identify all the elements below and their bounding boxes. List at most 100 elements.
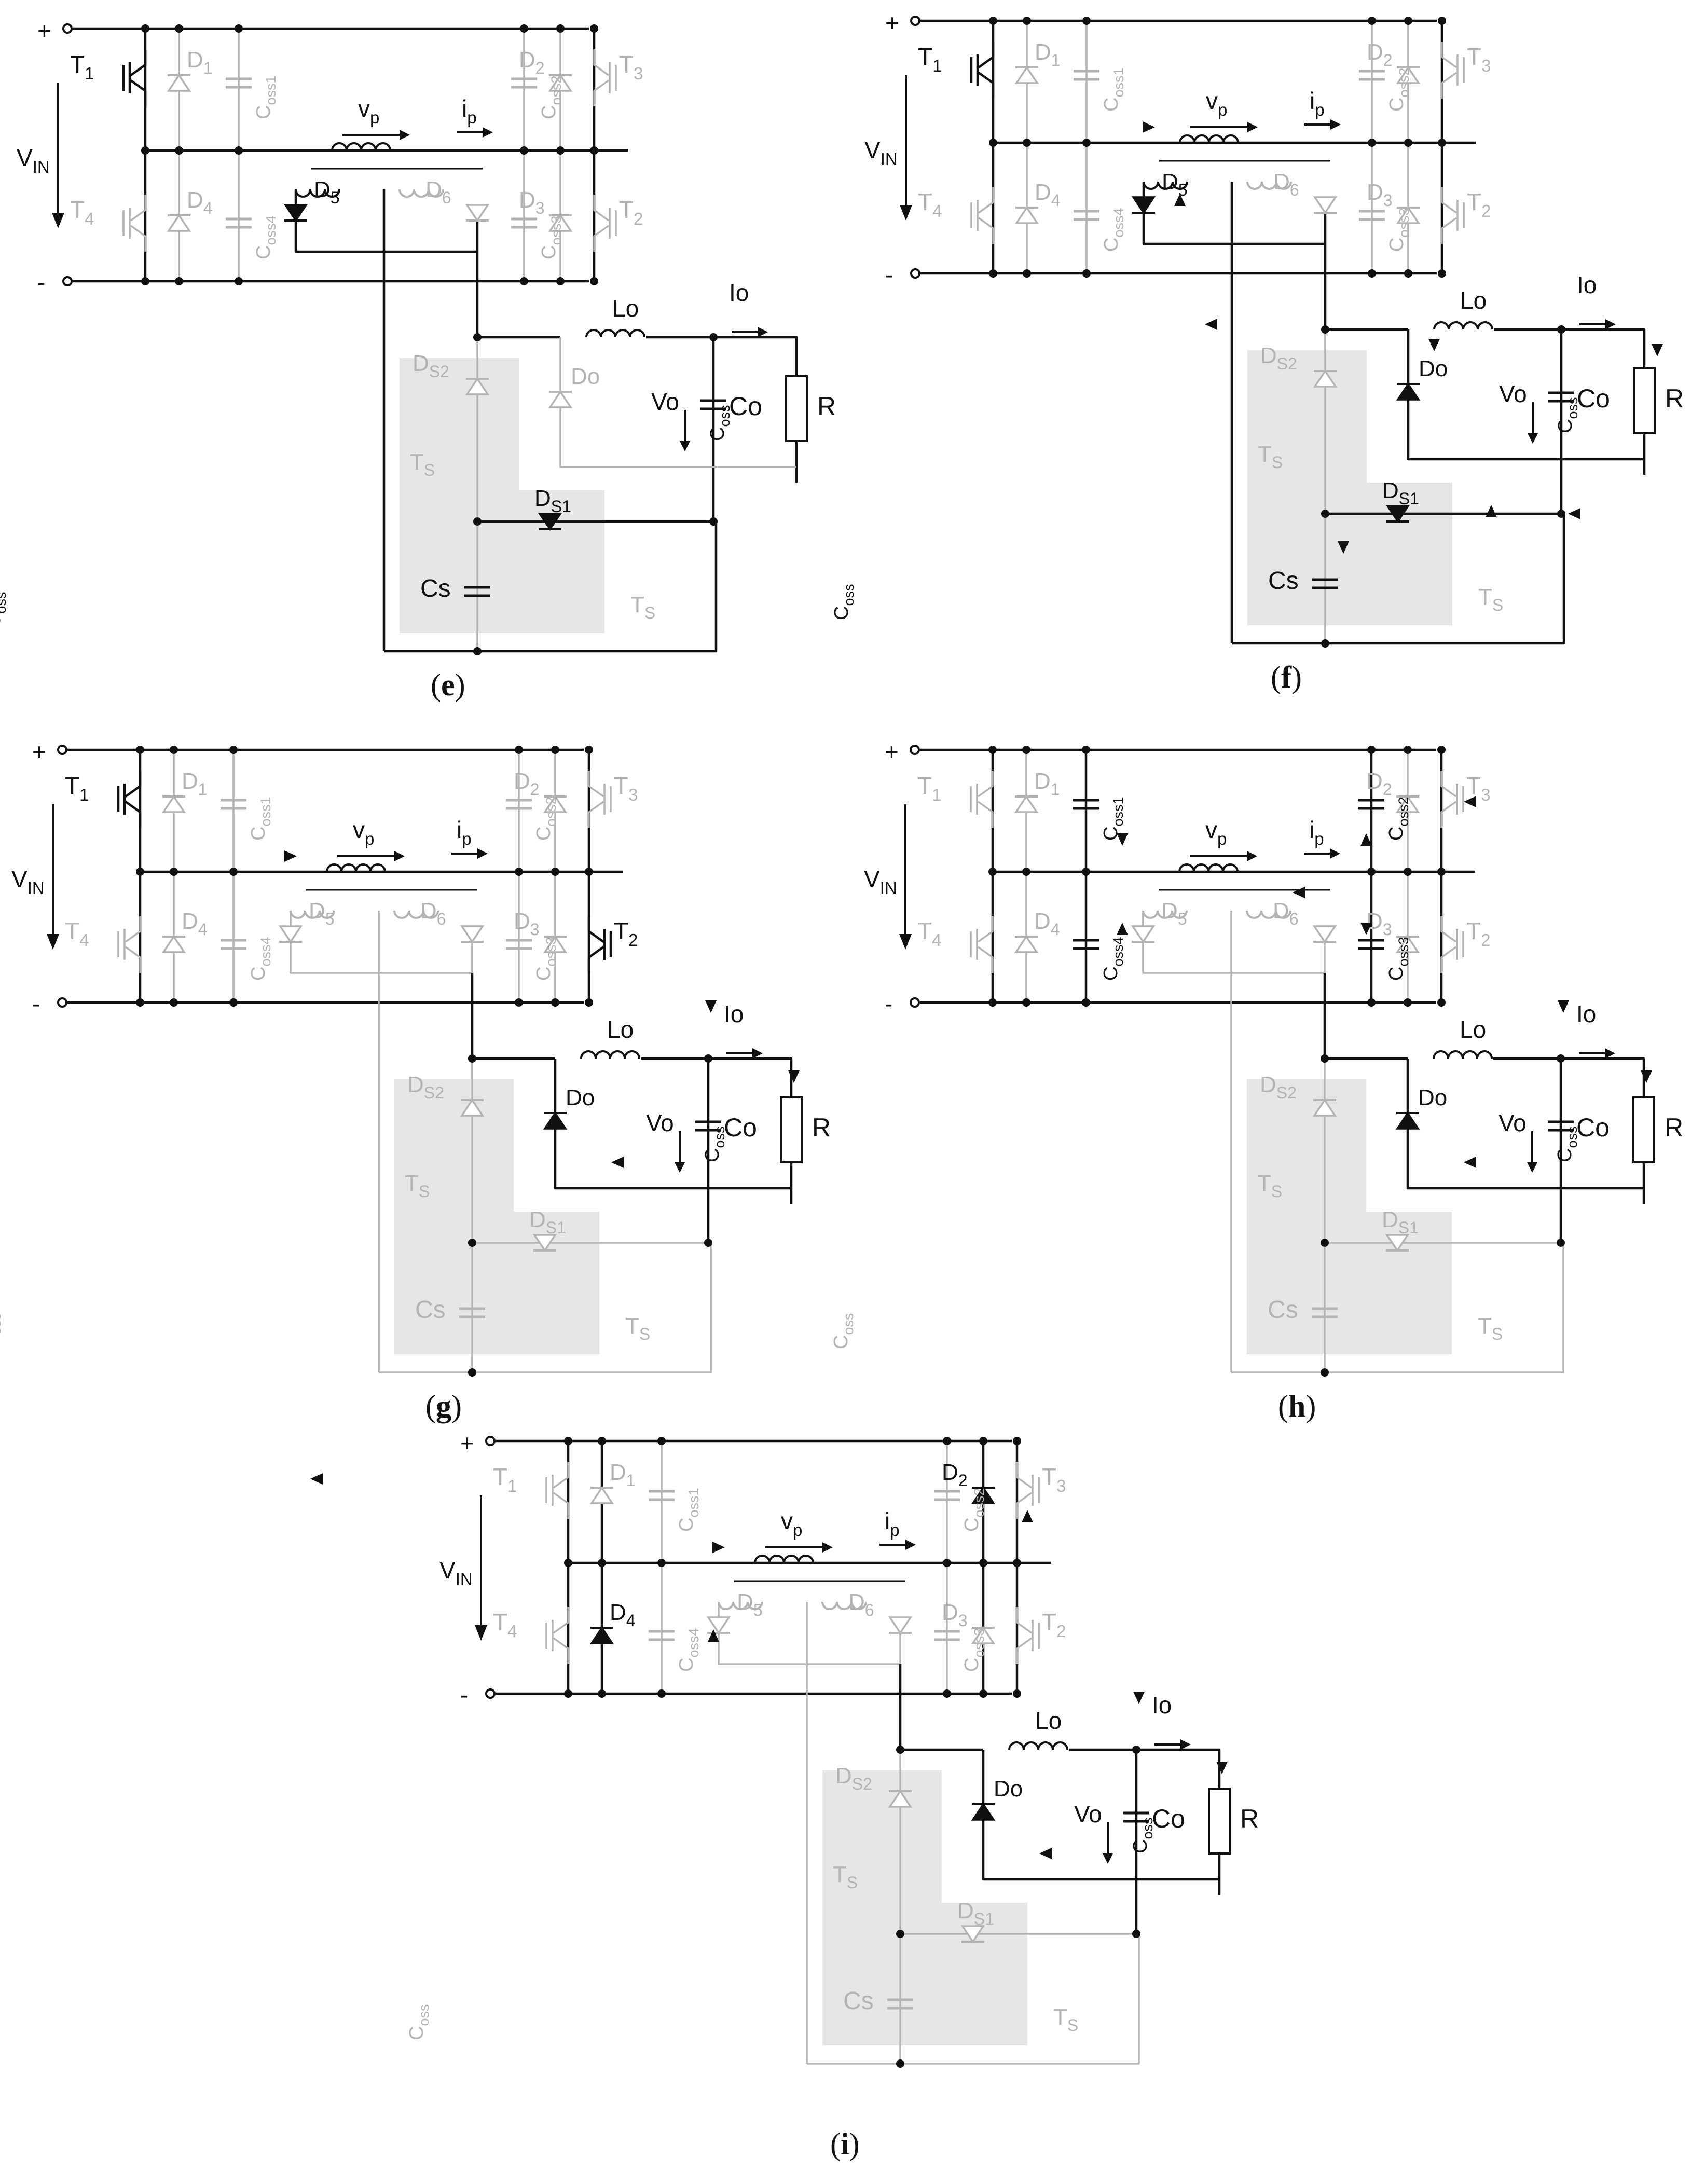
diode-d2-label: D2 — [519, 47, 545, 77]
junction-dot — [556, 146, 565, 155]
junction-dot — [520, 277, 528, 285]
plus-label: + — [460, 1430, 474, 1457]
junction-dot — [1321, 325, 1329, 334]
diode-d4-label: D4 — [182, 909, 208, 939]
diode-d4-label: D4 — [610, 1600, 636, 1630]
ts-label-inner: TS — [833, 1862, 858, 1892]
junction-dot — [585, 998, 593, 1007]
ip-label: ip — [1309, 816, 1324, 848]
diode-d6-label: D6 — [848, 1589, 874, 1619]
junction-dot — [1082, 139, 1091, 147]
capacitor-co-label: Coss — [707, 405, 733, 441]
junction-dot — [468, 1239, 476, 1247]
junction-dot — [896, 1930, 904, 1938]
diode-d6-label: D6 — [420, 898, 446, 928]
diode-ds2-label: DS2 — [407, 1072, 444, 1102]
capacitor-coss4-label: Coss4 — [253, 216, 279, 260]
diode-ds1 — [1385, 1234, 1410, 1253]
transistor-t4-emitter — [978, 217, 994, 244]
diode-d2 — [543, 794, 568, 813]
junction-dot — [515, 868, 523, 876]
junction-dot — [1438, 139, 1446, 147]
diode-d1-label: D1 — [1034, 768, 1060, 799]
junction-dot — [988, 998, 997, 1007]
current-arrow — [1205, 319, 1217, 330]
transistor-t1-emitter — [553, 1492, 569, 1519]
capacitor-coss2-label: Coss2 — [961, 1488, 987, 1532]
diode-d1 — [1014, 65, 1039, 84]
vp-label: vp — [358, 95, 379, 127]
capacitor-coss1-label: Coss1 — [1100, 797, 1126, 841]
current-arrow — [1216, 1762, 1228, 1774]
junction-dot — [473, 517, 482, 526]
junction-dot — [170, 868, 178, 876]
transistor-t2-collector — [587, 916, 604, 943]
capacitor-coss3-label: Coss3 — [533, 937, 559, 981]
transistor-t3-collector — [593, 49, 610, 76]
diode-d5 — [1131, 196, 1156, 215]
snubber-shade — [822, 1770, 1027, 2045]
ts-label-outer: TS — [625, 1313, 650, 1343]
vin-arrowhead — [47, 934, 59, 950]
diode-ds1-label: DS1 — [957, 1898, 994, 1928]
diode-d5 — [1131, 925, 1156, 944]
diode-d4-label: D4 — [187, 187, 213, 217]
junction-dot — [175, 146, 183, 155]
minus-label: - — [885, 261, 893, 288]
ts-label-inner: TS — [1258, 442, 1283, 472]
ts-label-inner: TS — [405, 1171, 430, 1201]
vin-label: VIN — [17, 144, 50, 176]
diode-d1 — [167, 73, 191, 92]
current-arrow — [1464, 796, 1476, 807]
junction-dot — [515, 746, 523, 754]
diode-do — [548, 390, 573, 408]
capacitor-coss1-label: Coss1 — [676, 1488, 702, 1532]
lo-label: Lo — [607, 1016, 634, 1043]
vp-arrowhead — [1247, 851, 1257, 861]
current-arrow — [1039, 1848, 1052, 1859]
return-wire — [1231, 1243, 1564, 1373]
junction-dot — [989, 269, 997, 278]
transistor-t4-emitter — [125, 946, 141, 973]
junction-dot — [896, 1746, 904, 1754]
co-label: Co — [1576, 1113, 1610, 1142]
transistor-t3-emitter — [1440, 801, 1457, 828]
transistor-t3-collector — [588, 771, 604, 798]
transistor-t2-collector — [1440, 916, 1457, 943]
plus-label: + — [885, 738, 899, 765]
capacitor-coss2-label: Coss2 — [1386, 68, 1412, 112]
io-label: Io — [1576, 1000, 1596, 1027]
transistor-t4-emitter — [130, 225, 146, 252]
ip-label: ip — [1310, 87, 1325, 119]
diode-ds2-label: DS2 — [1260, 343, 1297, 373]
capacitor-coss4-label: Coss4 — [1100, 937, 1126, 981]
junction-dot — [520, 146, 528, 155]
diode-d5-label: D5 — [309, 898, 335, 928]
junction-dot — [175, 24, 183, 33]
junction-dot — [1082, 868, 1090, 876]
junction-dot — [1368, 17, 1376, 25]
junction-dot — [1368, 269, 1376, 278]
junction-dot — [170, 998, 178, 1007]
diode-ds2 — [1313, 369, 1338, 388]
r-label: R — [1665, 384, 1684, 413]
co-label: Co — [1577, 384, 1610, 413]
output-inductor — [1433, 1050, 1493, 1059]
current-arrow — [1022, 1510, 1033, 1522]
diode-ds1 — [1385, 505, 1410, 524]
vo-label: Vo — [651, 388, 679, 415]
diode-d1 — [1014, 794, 1039, 813]
snubber-shade — [400, 358, 604, 633]
diode-ds1-label: DS1 — [1382, 478, 1419, 508]
junction-dot — [704, 1239, 712, 1247]
vin-arrowhead — [899, 934, 912, 950]
vp-arrowhead — [1247, 122, 1258, 132]
panel-e: +-VINT1T4T3T2D1D4D2D3Coss1Coss4Coss2Coss… — [0, 17, 836, 702]
primary-winding — [1179, 134, 1239, 143]
minus-label: - — [37, 269, 45, 296]
junction-dot — [657, 1689, 666, 1698]
transistor-t2-emitter — [587, 946, 604, 973]
junction-dot — [590, 146, 598, 155]
panel-caption: (i) — [830, 2127, 860, 2161]
capacitor-co-label: Coss — [1555, 397, 1580, 433]
